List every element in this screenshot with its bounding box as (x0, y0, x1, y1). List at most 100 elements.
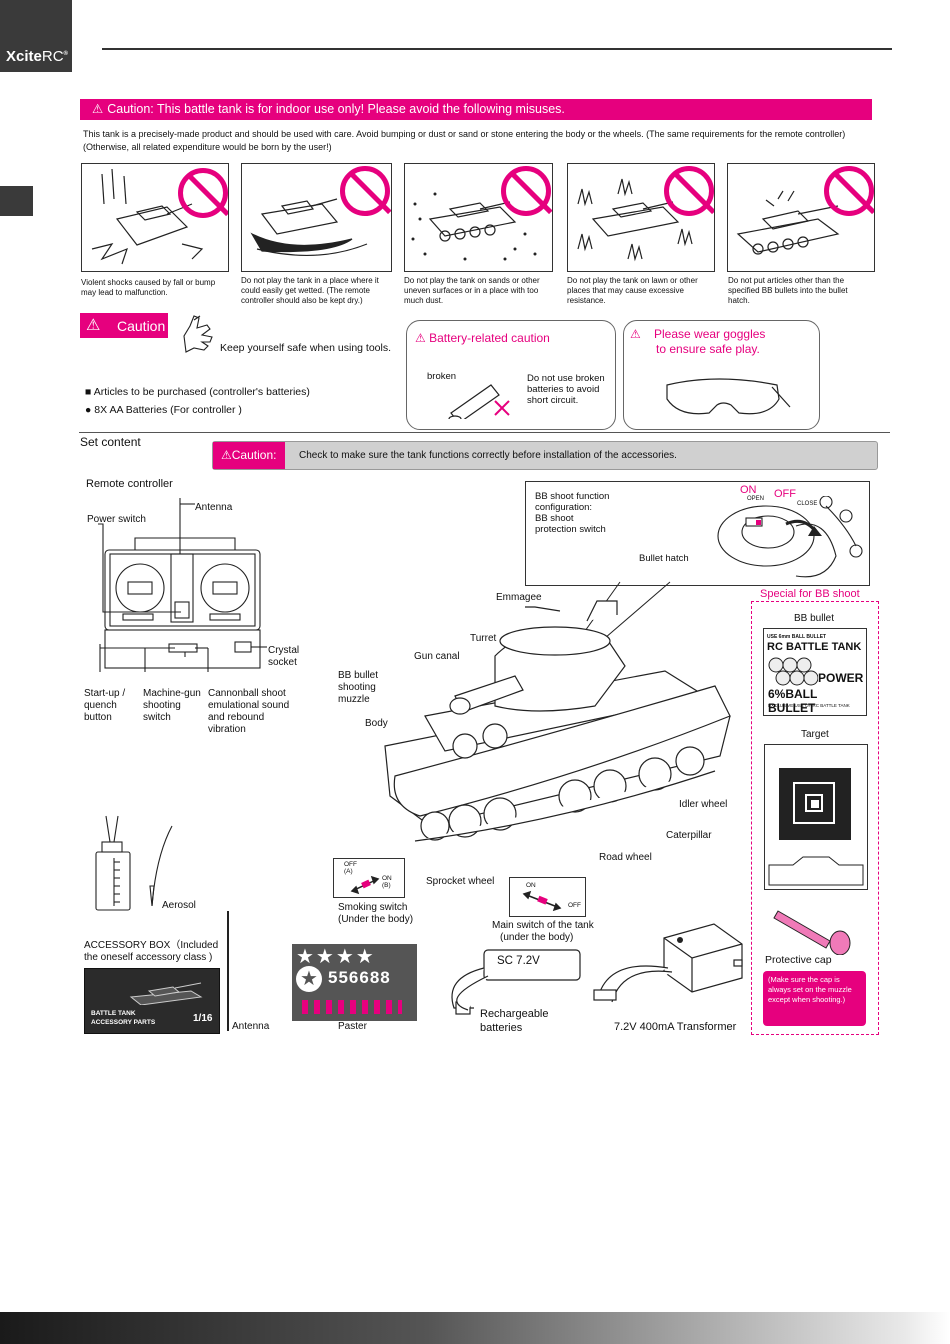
aerosol-label: Aerosol (162, 900, 196, 911)
star-icons: ★★★★ (296, 946, 376, 968)
cannon-line: Cannonball shoot (208, 688, 286, 699)
bb-bullet-pack: USE 6mm BALL BULLET RC BATTLE TANK POWER… (763, 628, 867, 716)
caution-badge: ⚠ (80, 313, 168, 338)
caterpillar-label: Caterpillar (666, 830, 712, 841)
target-label: Target (801, 729, 829, 740)
misuse-illustration-hatch (727, 163, 875, 272)
section-divider (79, 432, 890, 433)
remote-controller-drawing (98, 498, 267, 672)
target-ring (805, 794, 823, 812)
tank-sand-drawing (411, 192, 537, 261)
cannon-line: and rebound (208, 712, 265, 723)
cannon-line: vibration (208, 724, 246, 735)
turret-label: Turret (470, 633, 497, 644)
warning-icon: ⚠ (92, 102, 104, 116)
set-content-title: Set content (80, 435, 141, 449)
misuse-caption: Do not play the tank in a place where it… (241, 276, 379, 305)
open-label: OPEN (747, 496, 765, 502)
misuse-caption: Do not play the tank on sands or other u… (404, 276, 540, 305)
bb-config-line: BB shoot (535, 513, 574, 524)
tank-hatch-drawing (736, 190, 840, 255)
crystal-line: Crystal (268, 645, 300, 656)
intro-text: This tank is a precisely-made product an… (83, 129, 846, 152)
gun-canal-label: Gun canal (414, 651, 460, 662)
set-content-caution-bar: ⚠Caution: Check to make sure the tank fu… (212, 441, 878, 470)
prohibited-icon (824, 166, 874, 216)
main-off-label: OFF (568, 902, 581, 909)
square-bullet-icon: ■ (85, 386, 92, 398)
caution-banner: ⚠Caution: This battle tank is for indoor… (80, 99, 872, 120)
transformer-icon (593, 923, 743, 1003)
off-label: OFF (774, 488, 796, 500)
smoke-off-text: OFF (344, 861, 357, 868)
pack-line4: 6%BALL BULLET (768, 687, 818, 715)
footer-bar (0, 1312, 950, 1344)
bb-special-title: Special for BB shoot (758, 588, 862, 600)
tank-silhouette-icon (129, 982, 203, 1005)
brand-name: Xcite (6, 48, 42, 65)
prohibited-icon (340, 166, 390, 216)
bb-bullet-label: BB bullet (794, 613, 835, 624)
dot-bullet-icon: ● (85, 404, 92, 416)
startup-line: Start-up / (84, 688, 126, 699)
main-switch-box: ON OFF (509, 877, 586, 917)
switch-arrow-icon (350, 875, 380, 895)
mg-line: switch (143, 712, 171, 723)
bb-config-line: configuration: (535, 502, 593, 513)
smoke-on: ON(B) (382, 875, 392, 889)
prohibited-icon (501, 166, 551, 216)
main-switch-line: Main switch of the tank (492, 920, 594, 931)
goggles-box: ⚠ Please wear goggles to ensure safe pla… (623, 320, 820, 430)
pack-line2: RC BATTLE TANK (767, 641, 862, 653)
brand-logo: XciteRC® (6, 48, 68, 65)
broken-label: broken (427, 371, 457, 382)
set-content-caution-badge: ⚠Caution: (213, 442, 285, 469)
purchase-item-1-text: Articles to be purchased (controller's b… (93, 386, 310, 398)
power-switch-label: Power switch (87, 514, 146, 525)
brand-mark: ® (63, 51, 68, 57)
purchase-item-1: ■ Articles to be purchased (controller's… (85, 386, 310, 398)
battery-caution-text: Do not use broken batteries to avoid sho… (527, 373, 605, 406)
misuse-caption: Do not play the tank on lawn or other pl… (567, 276, 698, 305)
goggles-icon (666, 378, 791, 415)
brand-logo-block (0, 0, 72, 72)
battery-icon (448, 384, 510, 419)
cap-note: (Make sure the cap is always set on the … (763, 971, 866, 1026)
misuse-illustration-lawn (567, 163, 715, 272)
accessory-box-line: ACCESSORY BOX（Included (84, 940, 219, 951)
misuse-illustration-fall (81, 163, 229, 272)
misuse-caption: Violent shocks caused by fall or bump ma… (81, 278, 216, 297)
paster-label: Paster (338, 1021, 367, 1032)
rechargeable-line: Rechargeable (480, 1008, 549, 1020)
protective-cap-label: Protective cap (765, 954, 832, 966)
accessory-box-line: the oneself accessory class ) (84, 952, 213, 963)
misuse-illustration-sand (404, 163, 553, 272)
box-scale: 1/16 (193, 1013, 213, 1024)
smoke-line: Smoking switch (338, 902, 408, 913)
caution-banner-text: Caution: This battle tank is for indoor … (107, 102, 565, 116)
antenna-rod (227, 911, 229, 1031)
target-card (764, 744, 868, 890)
paster-number: 556688 (328, 968, 391, 987)
mg-line: shooting (143, 700, 181, 711)
main-on-label: ON (526, 882, 536, 889)
bb-special-panel (751, 601, 879, 1035)
smoke-off: OFF(A) (344, 861, 357, 875)
crystal-line: socket (268, 657, 297, 668)
misuse-illustration-water (241, 163, 392, 272)
prohibited-icon (664, 166, 714, 216)
remote-title: Remote controller (86, 478, 173, 490)
box-label2: ACCESSORY PARTS (91, 1019, 156, 1026)
body-label: Body (365, 718, 388, 729)
switch-arrow-icon (522, 890, 562, 912)
warning-icon: ⚠ (630, 327, 641, 341)
pack-line1: USE 6mm BALL BULLET (767, 634, 827, 640)
smoke-line: (Under the body) (338, 914, 414, 925)
prohibited-icon (178, 168, 228, 218)
